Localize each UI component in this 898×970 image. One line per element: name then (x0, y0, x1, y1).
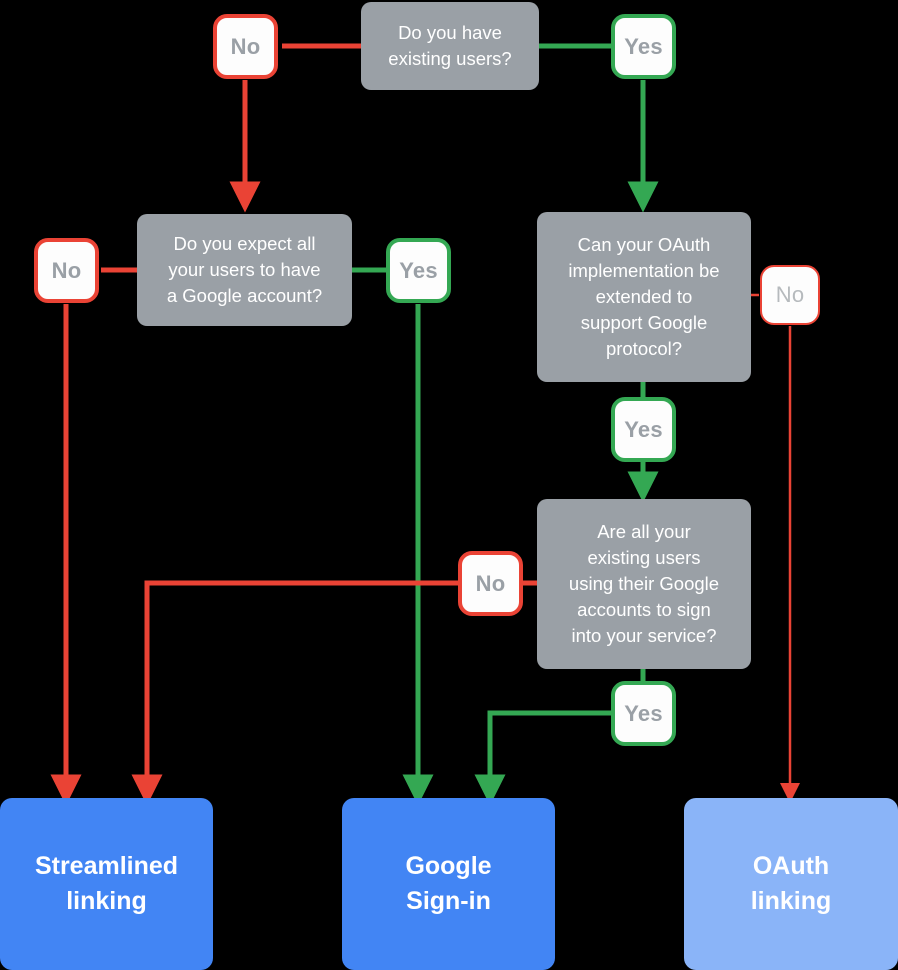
question-line: Can your OAuth (577, 234, 711, 255)
question-box-existing-users-google-accounts[interactable]: Are all your existing users using their … (537, 499, 751, 669)
badge-label: Yes (624, 33, 663, 59)
badge-label: No (475, 570, 506, 596)
question-line: Do you have (398, 22, 502, 43)
badge-yes-oauth-extend[interactable]: Yes (611, 397, 676, 462)
terminal-line: Sign-in (406, 887, 491, 915)
terminal-google-signin[interactable]: Google Sign-in (342, 798, 555, 970)
terminal-oauth-linking[interactable]: OAuth linking (684, 798, 898, 970)
badge-yes-existing-users-google-accounts[interactable]: Yes (611, 681, 676, 746)
edge-q4yes-to-googlesignin (474, 710, 611, 806)
badge-label: No (51, 257, 82, 283)
terminal-line: linking (750, 887, 832, 915)
question-line: extended to (595, 286, 693, 307)
question-box-existing-users[interactable]: Do you have existing users? (361, 2, 539, 90)
question-line: existing users (587, 547, 701, 568)
question-line: Are all your (597, 521, 691, 542)
question-line: existing users? (388, 48, 512, 69)
terminal-line: Google (405, 852, 492, 880)
badge-label: Yes (399, 257, 438, 283)
question-line: into your service? (571, 625, 717, 646)
terminal-line: linking (66, 887, 147, 915)
badge-label: No (775, 282, 805, 307)
badge-label: Yes (624, 416, 663, 442)
terminal-line: Streamlined (34, 852, 179, 880)
badge-label: No (230, 33, 261, 59)
badge-yes-existing-users[interactable]: Yes (611, 14, 676, 79)
question-line: a Google account? (166, 285, 323, 306)
question-line: accounts to sign (577, 599, 711, 620)
question-line: using their Google (568, 573, 720, 594)
question-line: protocol? (605, 338, 683, 359)
question-line: support Google (580, 312, 708, 333)
question-box-google-account[interactable]: Do you expect all your users to have a G… (137, 214, 352, 326)
badge-no-oauth-extend[interactable]: No (760, 265, 820, 325)
badge-yes-google-account[interactable]: Yes (386, 238, 451, 303)
badge-no-existing-users-google-accounts[interactable]: No (458, 551, 523, 616)
badge-label: Yes (624, 700, 663, 726)
question-box-oauth-extend[interactable]: Can your OAuth implementation be extende… (537, 212, 751, 382)
edge-q4no-to-streamlined (131, 580, 458, 806)
question-line: Do you expect all (173, 233, 316, 254)
question-line: implementation be (568, 260, 720, 281)
terminal-line: OAuth (752, 852, 830, 880)
question-line: your users to have (168, 259, 321, 280)
badge-no-existing-users[interactable]: No (213, 14, 278, 79)
terminal-streamlined-linking[interactable]: Streamlined linking (0, 798, 213, 970)
badge-no-google-account[interactable]: No (34, 238, 99, 303)
